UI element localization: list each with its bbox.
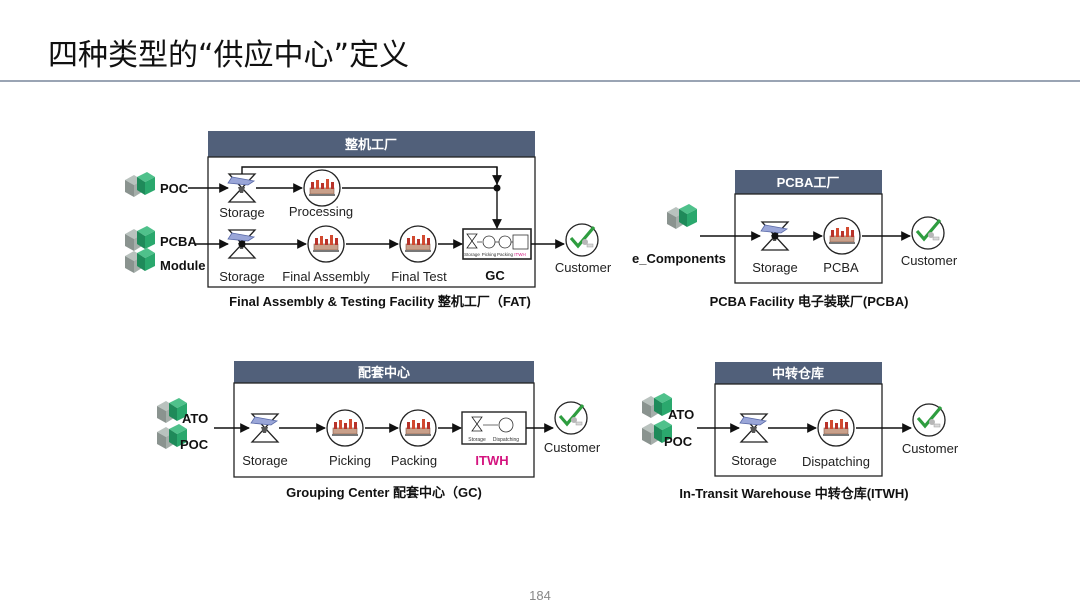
itwh-frame	[714, 383, 883, 477]
fat-customer-icon	[564, 222, 600, 258]
gc-source-ato: ATO	[182, 411, 208, 426]
fat-header: 整机工厂	[344, 137, 397, 152]
fat-gc-label: GC	[485, 268, 505, 283]
pcba-header-bar	[735, 170, 882, 194]
module-server-icon	[125, 248, 155, 273]
itwh-header-bar	[715, 362, 882, 384]
gc-mini-picking-icon	[482, 235, 496, 249]
itwh-header: 中转仓库	[772, 366, 824, 381]
gc-frame	[233, 382, 535, 478]
itwh-mini-dispatching-icon	[498, 417, 514, 433]
gc-mini-itwh-icon	[512, 234, 529, 250]
gc-picking-label: Picking	[329, 453, 371, 468]
gc-header: 配套中心	[358, 365, 410, 380]
itwh-customer-label: Customer	[902, 441, 959, 456]
gc-customer-label: Customer	[544, 440, 601, 455]
fat-storage1-icon	[227, 173, 256, 203]
fat-final-test-label: Final Test	[391, 269, 447, 284]
itwh-storage-label: Storage	[731, 453, 777, 468]
gc-caption: Grouping Center 配套中心（GC)	[286, 485, 482, 500]
gc-header-bar	[234, 361, 534, 383]
pcba-header: PCBA工厂	[777, 175, 840, 190]
gc-mini-storage-label: Storage	[464, 252, 480, 257]
gc-storage-icon	[250, 413, 279, 443]
itwh-source-ato: ATO	[668, 407, 694, 422]
itwh-diagram: 中转仓库 ATO POC Storage Dispatching Custome…	[642, 362, 959, 501]
fat-final-assembly-label: Final Assembly	[282, 269, 370, 284]
pcba-caption: PCBA Facility 电子装联厂(PCBA)	[710, 294, 909, 309]
slide-title: 四种类型的“供应中心”定义	[48, 38, 410, 73]
e-components-server-icon	[667, 204, 697, 229]
fat-final-test-icon	[399, 225, 437, 263]
pcba-frame	[734, 193, 883, 284]
itwh-mini-storage-label: Storage	[468, 437, 486, 443]
fat-storage2-label: Storage	[219, 269, 265, 284]
fat-source-poc: POC	[160, 181, 189, 196]
fat-diagram: 整机工厂 POC PCBA Module Storage Processing …	[125, 131, 612, 309]
gc-mini-storage-icon	[466, 233, 478, 249]
gc-mini-packing-icon	[498, 235, 512, 249]
pcba-customer-icon	[910, 215, 946, 251]
gc-picking-icon	[326, 409, 364, 447]
itwh-dispatching-icon	[817, 409, 855, 447]
gc-mini-packing-label: Packing	[497, 252, 514, 257]
fat-processing-label: Processing	[289, 204, 353, 219]
itwh-dispatching-label: Dispatching	[802, 454, 870, 469]
pcba-diagram: PCBA工厂 e_Components Storage PCBA Custome…	[632, 170, 958, 309]
itwh-source-poc: POC	[664, 434, 693, 449]
page-number: 184	[529, 588, 551, 603]
gc-mini-picking-label: Picking	[482, 252, 497, 257]
pcba-pcba-label: PCBA	[823, 260, 859, 275]
gc-customer-icon	[553, 400, 589, 436]
fat-customer-label: Customer	[555, 260, 612, 275]
poc-server-icon	[125, 172, 155, 197]
itwh-caption: In-Transit Warehouse 中转仓库(ITWH)	[679, 486, 908, 501]
fat-source-module: Module	[160, 258, 206, 273]
pcba-source-e-components: e_Components	[632, 251, 726, 266]
gc-packing-icon	[399, 409, 437, 447]
itwh-mini-dispatching-label: Dispatching	[493, 437, 519, 443]
fat-header-bar	[208, 131, 535, 157]
itwh-mini-storage-icon	[471, 416, 483, 432]
gc-source-poc: POC	[180, 437, 209, 452]
pcba-factory-icon	[823, 217, 861, 255]
fat-source-pcba: PCBA	[160, 234, 197, 249]
fat-frame	[207, 156, 536, 288]
pcba-customer-label: Customer	[901, 253, 958, 268]
gc-diagram: 配套中心 ATO POC Storage Picking Packing Sto…	[157, 361, 601, 500]
gc-storage-label: Storage	[242, 453, 288, 468]
fat-processing-icon	[303, 169, 341, 207]
title-divider	[0, 80, 1080, 82]
pcba-server-icon	[125, 226, 155, 251]
pcba-storage-label: Storage	[752, 260, 798, 275]
gc-itwh-label: ITWH	[475, 453, 508, 468]
itwh-storage-icon	[739, 413, 768, 443]
gc-mini-itwh-label: ITWH	[514, 252, 526, 257]
fat-caption: Final Assembly & Testing Facility 整机工厂（F…	[229, 294, 531, 309]
gc-packing-label: Packing	[391, 453, 437, 468]
itwh-customer-icon	[911, 402, 947, 438]
fat-final-assembly-icon	[307, 225, 345, 263]
fat-storage1-label: Storage	[219, 205, 265, 220]
